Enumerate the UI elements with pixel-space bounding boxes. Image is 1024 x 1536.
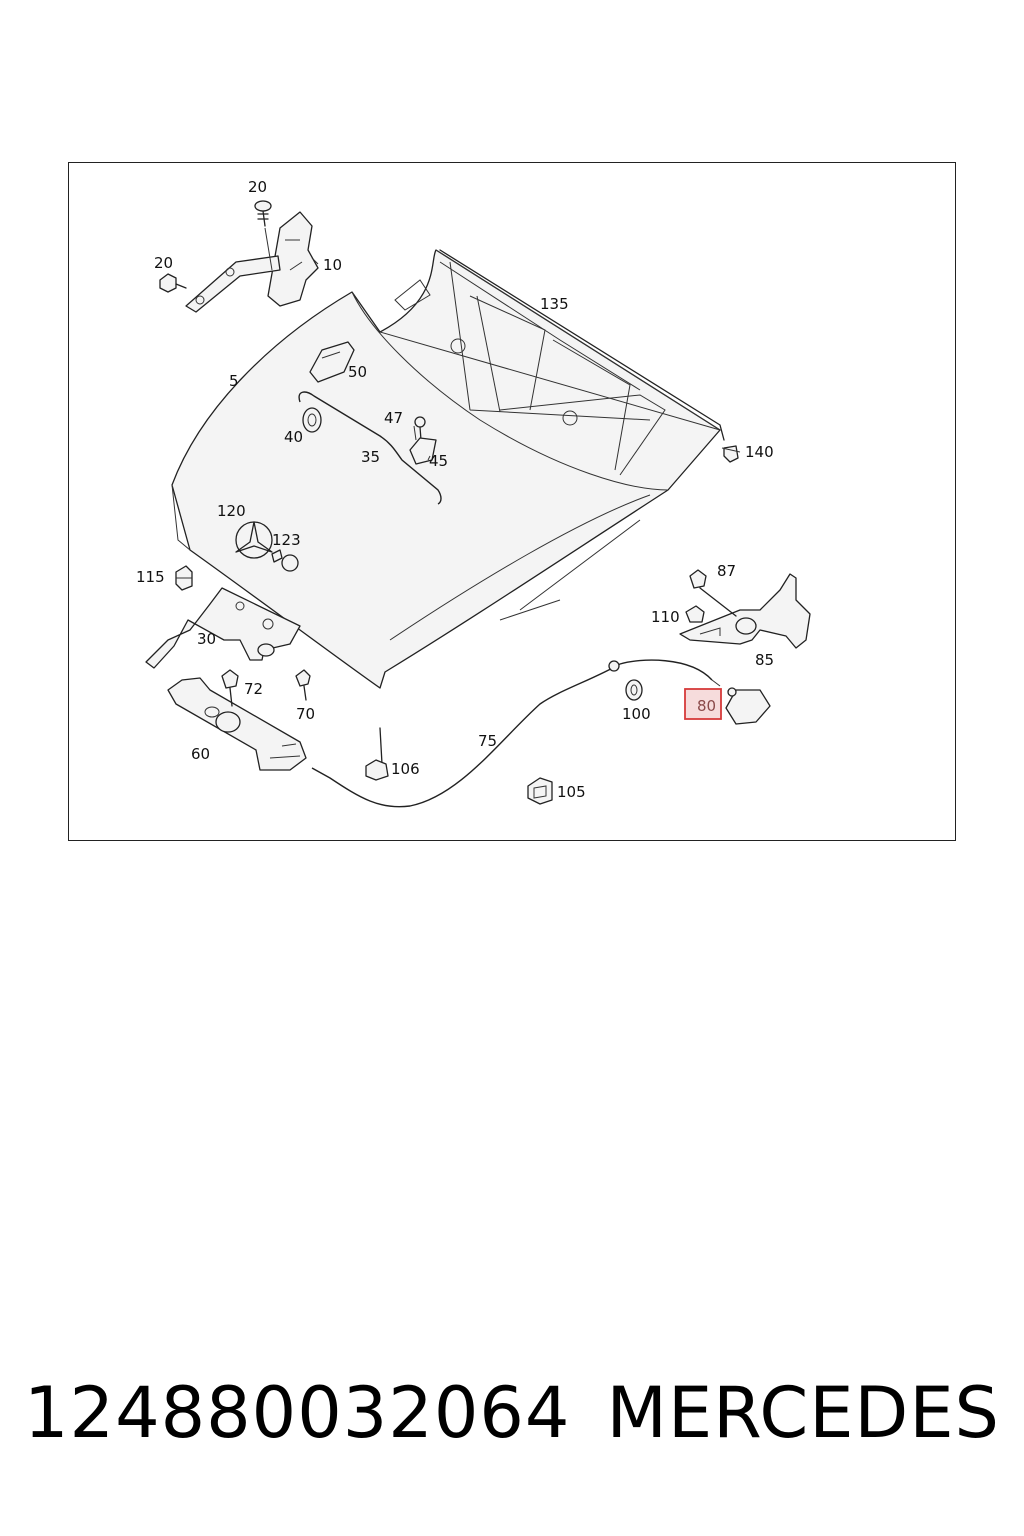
cable-tie-106[interactable] — [365, 727, 389, 781]
label-30: 30 — [197, 630, 216, 648]
label-20-top: 20 — [248, 178, 267, 196]
star-emblem[interactable] — [235, 521, 273, 559]
label-5: 5 — [229, 372, 239, 390]
highlight-box-80[interactable] — [684, 688, 722, 720]
label-45: 45 — [429, 452, 448, 470]
label-75: 75 — [478, 732, 497, 750]
bolt-72[interactable] — [221, 669, 239, 707]
label-115: 115 — [136, 568, 165, 586]
nut-110[interactable] — [685, 605, 705, 623]
label-87: 87 — [717, 562, 736, 580]
label-20-left: 20 — [154, 254, 173, 272]
leader-lines — [264, 227, 741, 687]
bracket-85[interactable] — [679, 573, 811, 649]
label-123: 123 — [272, 531, 301, 549]
label-110: 110 — [651, 608, 680, 626]
brand-name: MERCEDES — [606, 1372, 1000, 1454]
bolt-87[interactable] — [689, 569, 737, 617]
part-labels: 20 20 10 135 5 50 47 40 35 45 140 120 12… — [136, 178, 774, 801]
label-47: 47 — [384, 409, 403, 427]
label-40: 40 — [284, 428, 303, 446]
label-50: 50 — [348, 363, 367, 381]
label-100: 100 — [622, 705, 651, 723]
clip-140[interactable] — [723, 445, 739, 463]
grommet-100[interactable] — [625, 679, 643, 701]
footer: 12488003206​4 MERCEDES — [0, 1372, 1024, 1472]
hood-lock[interactable] — [145, 587, 301, 669]
label-105: 105 — [557, 783, 586, 801]
sealing-strip[interactable] — [439, 249, 725, 441]
grommet-40[interactable] — [302, 407, 322, 433]
label-80-highlighted[interactable]: 80 — [697, 697, 716, 715]
release-handle[interactable] — [725, 687, 771, 725]
label-60: 60 — [191, 745, 210, 763]
label-35: 35 — [361, 448, 380, 466]
emblem-retainer[interactable] — [271, 549, 299, 572]
hinge-bolt-left[interactable] — [159, 273, 187, 293]
label-85: 85 — [755, 651, 774, 669]
label-70: 70 — [296, 705, 315, 723]
hood-prop-rod[interactable] — [298, 391, 442, 505]
hood-panel[interactable] — [171, 249, 721, 689]
lock-plate[interactable] — [167, 677, 307, 771]
label-72: 72 — [244, 680, 263, 698]
hood-hinge[interactable] — [185, 211, 319, 313]
diagram-frame — [68, 162, 956, 841]
part-number: 12488003206​4 — [24, 1372, 571, 1454]
clip-105[interactable] — [527, 777, 553, 805]
bump-stop[interactable] — [175, 565, 193, 591]
label-120: 120 — [217, 502, 246, 520]
label-106: 106 — [391, 760, 420, 778]
release-cable[interactable] — [311, 659, 713, 808]
label-10: 10 — [323, 256, 342, 274]
hinge-bolt-top[interactable] — [254, 200, 272, 227]
screw-70[interactable] — [295, 669, 311, 701]
label-140: 140 — [745, 443, 774, 461]
washer-nozzle[interactable] — [309, 341, 355, 383]
label-135: 135 — [540, 295, 569, 313]
